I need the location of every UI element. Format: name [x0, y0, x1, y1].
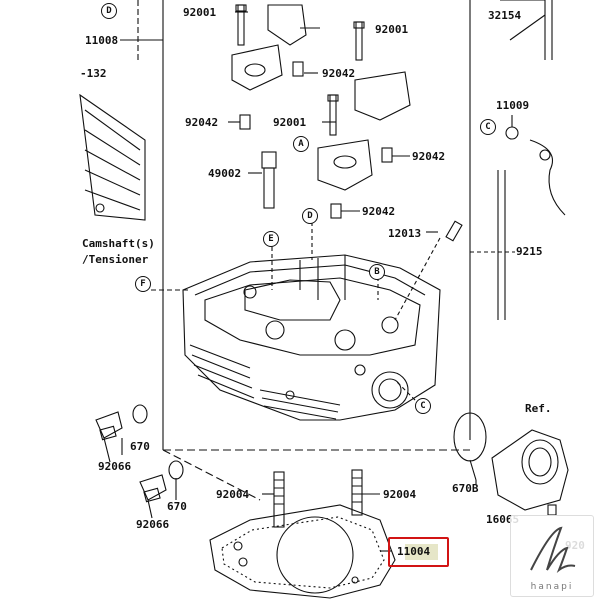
part-label-670: 670: [130, 440, 150, 453]
callout-c: C: [415, 398, 431, 414]
part-label-670: 670: [167, 500, 187, 513]
part-label-92004: 92004: [216, 488, 250, 501]
watermark-text: hanapi: [530, 582, 574, 592]
part-label-92001: 92001: [183, 6, 217, 19]
part-label-9215: 9215: [516, 245, 543, 258]
callout-d-top: D: [101, 3, 117, 19]
note-camshaft: Camshaft(s): [82, 237, 155, 250]
part-label-92066: 92066: [98, 460, 132, 473]
part-label-11004: 11004: [397, 545, 431, 558]
part-label-92066: 92066: [136, 518, 170, 531]
part-label-32154: 32154: [488, 9, 522, 22]
callout-a: A: [293, 136, 309, 152]
note-ref: Ref.: [525, 402, 552, 415]
callout-e: E: [263, 231, 279, 247]
part-label-92042: 92042: [362, 205, 396, 218]
part-label-11009: 11009: [496, 99, 530, 112]
part-label-92042: 92042: [322, 67, 356, 80]
highlight-fill: [405, 544, 438, 560]
part-label-92001: 92001: [273, 116, 307, 129]
part-label-49002: 49002: [208, 167, 242, 180]
callout-c-right: C: [480, 119, 496, 135]
part-label-92042: 92042: [185, 116, 219, 129]
callout-d: D: [302, 208, 318, 224]
callout-f: F: [135, 276, 151, 292]
watermark-logo: hanapi: [510, 515, 594, 597]
callout-b: B: [369, 264, 385, 280]
part-label-92042: 92042: [412, 150, 446, 163]
part-label-92004: 92004: [383, 488, 417, 501]
part-label-11008: 11008: [85, 34, 119, 47]
signature-icon: [530, 526, 576, 573]
note-tensioner: /Tensioner: [82, 253, 149, 266]
highlight-box-11004: [388, 537, 449, 567]
part-label-132: -132: [80, 67, 107, 80]
part-label-12013: 12013: [388, 227, 422, 240]
part-label-92001: 92001: [375, 23, 409, 36]
part-label-670b: 670B: [452, 482, 479, 495]
